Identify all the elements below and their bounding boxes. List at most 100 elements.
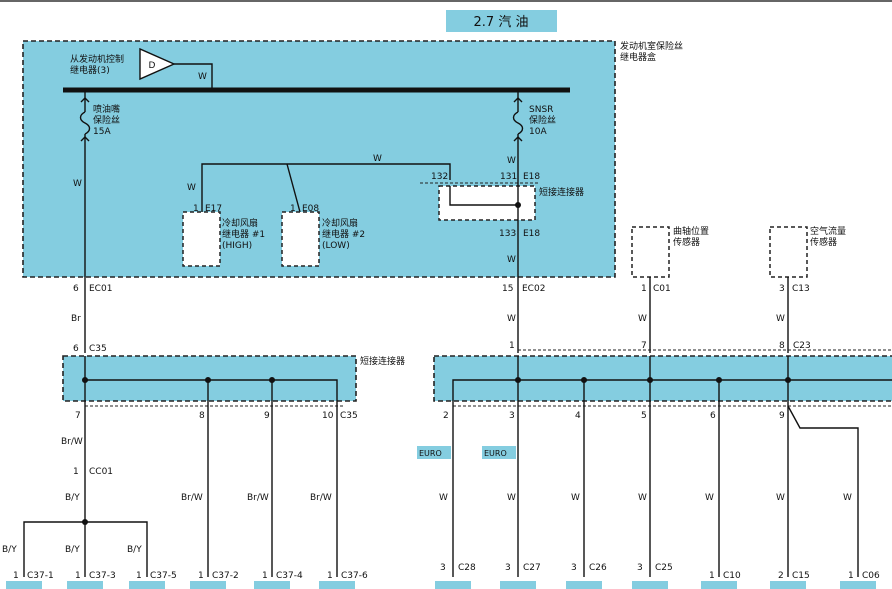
c35-pin-out: 10 <box>322 411 334 421</box>
joint-top-conn-out: E18 <box>523 229 540 239</box>
bottom-connector-name: C25 <box>655 563 673 573</box>
fan-relay-wire <box>201 163 451 205</box>
wire-label-br: Br <box>71 314 81 324</box>
relay-high-box <box>182 211 221 267</box>
wire-label-by: B/Y <box>127 545 142 555</box>
c23-pin-in: 1 <box>509 341 515 351</box>
snsr-fuse-label-1: SNSR <box>529 105 553 115</box>
page-title: 2.7 汽 油 <box>474 15 529 30</box>
injector-fuse-icon <box>79 111 91 135</box>
euro-label: EURO <box>419 449 442 458</box>
relay-low-conn: E08 <box>302 204 319 214</box>
c23-pin-in: 7 <box>641 341 647 351</box>
bottom-connector-pin: 3 <box>440 563 446 573</box>
c23-pin-out: 3 <box>509 411 515 421</box>
bottom-connector-pin: 3 <box>505 563 511 573</box>
wire-label-brw: Br/W <box>310 493 332 503</box>
ec01-pin: 6 <box>73 284 79 294</box>
c23-junction-dot <box>581 377 587 383</box>
wire-c23-9-branch <box>787 405 859 577</box>
ec01-conn: EC01 <box>89 284 112 294</box>
snsr-fuse-label-2: 保险丝 <box>529 114 556 126</box>
c23-pin-out: 4 <box>575 411 581 421</box>
by-junction-dot <box>82 519 88 525</box>
c35-label: 短接连接器 <box>360 355 405 367</box>
relay-low-pin: 1 <box>290 204 296 214</box>
wire-label-w: W <box>439 493 448 503</box>
wire-label-crank-w: W <box>638 314 647 324</box>
joint-top-pin-out: 133 <box>499 229 516 239</box>
c35-pin-out: 9 <box>264 411 270 421</box>
c23-pin-out: 9 <box>779 411 785 421</box>
maf-sensor-label-2: 传感器 <box>810 236 837 248</box>
wire-label-brw: Br/W <box>181 493 203 503</box>
c35-conn: C35 <box>89 344 107 354</box>
bottom-connector-name: C28 <box>458 563 476 573</box>
bottom-connector-name: C10 <box>723 571 741 581</box>
fan-relay-cross-wire <box>286 163 301 213</box>
snsr-fuse-top-marker <box>513 97 523 103</box>
bottom-connector: 1 C37-1 <box>6 571 54 589</box>
c23-internal-bus <box>452 379 892 401</box>
bottom-connector-pin: 1 <box>13 571 19 581</box>
wire-label-maf-w: W <box>776 314 785 324</box>
bottom-connector-name: C37-2 <box>212 571 239 581</box>
c35-pin-in: 6 <box>73 344 79 354</box>
bottom-connector-pin: 1 <box>262 571 268 581</box>
c35-pin-out: 7 <box>75 411 81 421</box>
joint-top-conn: E18 <box>523 172 540 182</box>
wire-label-brw: Br/W <box>247 493 269 503</box>
bottom-connector: 1 C37-6 <box>319 571 368 589</box>
wire-label-w: W <box>705 493 714 503</box>
joint-top-junction-dot <box>515 202 521 208</box>
wire-label-w: W <box>638 493 647 503</box>
cc01-conn: CC01 <box>89 467 113 477</box>
joint-top-pin-b: 131 <box>500 172 517 182</box>
wire-label-snsr-w: W <box>507 156 516 166</box>
maf-sensor-label-1: 空气流量 <box>810 225 846 237</box>
bottom-connector: 1 C37-4 <box>254 571 303 589</box>
wire-label-fan-relay-w: W <box>187 183 196 193</box>
ecm-relay-wire-label: W <box>198 72 207 82</box>
relay-high-label-1: 冷却风扇 <box>222 217 258 229</box>
bottom-connector-name: C37-4 <box>276 571 303 581</box>
bottom-connector-name: C15 <box>792 571 810 581</box>
bottom-connector-pin: 1 <box>848 571 854 581</box>
crank-sensor-box <box>631 226 670 278</box>
crank-sensor-label-1: 曲轴位置 <box>673 225 709 237</box>
bottom-connector-name: C37-6 <box>341 571 368 581</box>
bottom-connector-pin: 3 <box>571 563 577 573</box>
fuse-box-label-2: 继电器盒 <box>620 51 656 63</box>
bottom-connector: 1 C06 <box>840 571 880 589</box>
c23-junction-dot <box>515 377 521 383</box>
snsr-fuse-bottom-marker <box>513 136 523 142</box>
c23-junction-dot <box>785 377 791 383</box>
bottom-connector: 1 C37-5 <box>129 571 177 589</box>
c35-junction-dot <box>82 377 88 383</box>
c23-pin-out: 2 <box>443 411 449 421</box>
relay-high-pin: 1 <box>193 204 199 214</box>
bottom-connector: 1 C37-3 <box>67 571 116 589</box>
joint-top-pin-a: 132 <box>431 172 448 182</box>
c35-conn-out: C35 <box>340 411 358 421</box>
bottom-connector: 3 C28 <box>435 563 476 589</box>
wire-label-w: W <box>843 493 852 503</box>
bottom-connector-name: C06 <box>862 571 880 581</box>
ec02-pin: 15 <box>502 284 513 294</box>
wire-label-w: W <box>507 493 516 503</box>
maf-sensor-pin: 3 <box>779 284 785 294</box>
bottom-connector: 2 C15 <box>770 571 810 589</box>
bottom-connector-name: C26 <box>589 563 607 573</box>
bottom-connector: 1 C37-2 <box>190 571 239 589</box>
maf-sensor-conn: C13 <box>792 284 810 294</box>
wire-label-w: W <box>776 493 785 503</box>
bottom-connector-pin: 1 <box>327 571 333 581</box>
bottom-connector-pin: 1 <box>75 571 81 581</box>
ecm-relay-label-2: 继电器(3) <box>70 64 110 76</box>
c23-pin-in: 8 <box>779 341 785 351</box>
relay-high-label-3: (HIGH) <box>222 241 252 251</box>
bottom-connector-name: C27 <box>523 563 541 573</box>
bottom-connector-pin: 1 <box>198 571 204 581</box>
ecm-relay-symbol: D <box>149 61 156 71</box>
